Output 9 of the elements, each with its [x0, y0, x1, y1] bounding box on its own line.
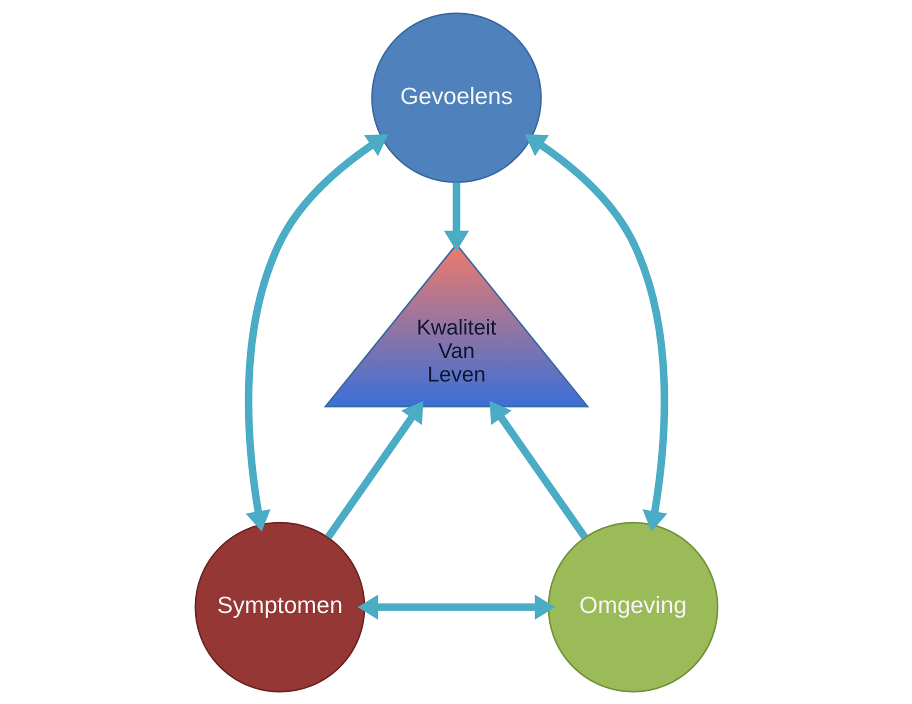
arrow [443, 182, 469, 251]
arrow [357, 594, 555, 620]
arrow [324, 400, 423, 539]
arrow [524, 134, 668, 532]
node-circle: Symptomen [194, 521, 365, 692]
node-circle: Gevoelens [370, 12, 542, 183]
node-circle: Omgeving [547, 521, 718, 692]
arrow [244, 134, 388, 532]
arrow [489, 400, 588, 539]
